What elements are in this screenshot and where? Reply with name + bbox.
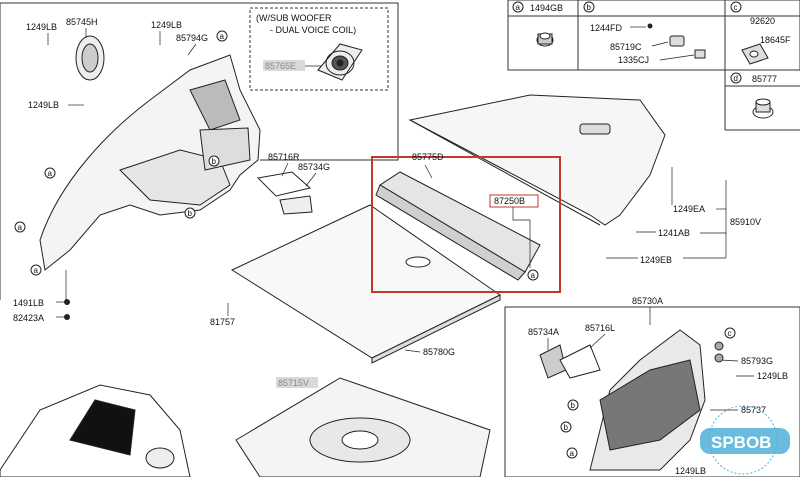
svg-text:b: b xyxy=(212,157,217,166)
clip-part-icon xyxy=(536,32,554,47)
right-bottom-inset: 85730A 85734A 85716L 85793G 1249LB 85737… xyxy=(504,296,800,477)
label-85780G: 85780G xyxy=(423,347,455,357)
legend-letter-d: d xyxy=(734,74,738,83)
label-1249LB-top-left: 1249LB xyxy=(26,22,57,32)
subwoofer-speaker-shape xyxy=(317,43,363,81)
label-85765E: 85765E xyxy=(265,61,296,71)
left-quarter-trim-drawing xyxy=(39,54,261,271)
fastener-markers xyxy=(64,299,70,320)
legend-cell-d: d 85777 xyxy=(730,72,777,119)
svg-text:a: a xyxy=(18,223,23,232)
label-85719C: 85719C xyxy=(610,42,642,52)
label-1249EA: 1249EA xyxy=(673,204,705,214)
luggage-board-85780G xyxy=(230,204,501,364)
legend-letter-c: c xyxy=(734,3,738,12)
svg-text:c: c xyxy=(728,329,732,338)
label-85745H: 85745H xyxy=(66,17,98,27)
label-85716R: 85716R xyxy=(268,152,300,162)
subwoofer-inset: (W/SUB WOOFER - DUAL VOICE COIL) 85765E xyxy=(249,7,389,91)
cover-85716R xyxy=(256,171,313,215)
legend-cell-c: c 92620 18645F xyxy=(730,1,791,65)
legend-cell-b: b 1244FD 85719C 1335CJ xyxy=(583,1,706,65)
label-82423A: 82423A xyxy=(13,313,44,323)
svg-text:a: a xyxy=(220,32,225,41)
highlight-box xyxy=(371,156,561,293)
legend-letter-b: b xyxy=(587,3,592,12)
subwoofer-note-line2: - DUAL VOICE COIL) xyxy=(270,25,356,35)
legend-letter-a: a xyxy=(516,3,521,12)
legend-grid xyxy=(507,0,800,131)
label-85715V: 85715V xyxy=(278,378,309,388)
label-85730A: 85730A xyxy=(632,296,663,306)
lamp-part-icon xyxy=(741,43,769,65)
svg-text:a: a xyxy=(48,169,53,178)
spbob-watermark: SPBOB xyxy=(700,405,790,475)
label-1491LB: 1491LB xyxy=(13,298,44,308)
label-92620: 92620 xyxy=(750,16,775,26)
speaker-grille-85745H xyxy=(75,35,105,81)
label-85910V: 85910V xyxy=(730,217,761,227)
label-85777: 85777 xyxy=(752,74,777,84)
label-1244FD: 1244FD xyxy=(590,23,623,33)
label-1249EB: 1249EB xyxy=(640,255,672,265)
label-18645F: 18645F xyxy=(760,35,791,45)
label-85793G: 85793G xyxy=(741,356,773,366)
watermark-text: SPBOB xyxy=(711,433,771,452)
svg-text:b: b xyxy=(571,401,576,410)
label-1249LB-bottom: 1249LB xyxy=(675,466,706,476)
label-1249LB-top-center: 1249LB xyxy=(151,20,182,30)
label-1494GB: 1494GB xyxy=(530,3,563,13)
right-quarter-trim-drawing xyxy=(539,329,706,471)
tonneau-cover-85910V xyxy=(408,94,666,226)
label-1249LB-right: 1249LB xyxy=(757,371,788,381)
label-85734A: 85734A xyxy=(528,327,559,337)
label-85794G: 85794G xyxy=(176,33,208,43)
label-1241AB: 1241AB xyxy=(658,228,690,238)
svg-text:a: a xyxy=(570,449,575,458)
trim-panel-87250B xyxy=(375,171,541,281)
cover-leader-lines xyxy=(606,167,727,259)
legend-cell-a: a 1494GB xyxy=(512,1,563,47)
label-1249LB-left: 1249LB xyxy=(28,100,59,110)
label-85734G: 85734G xyxy=(298,162,330,172)
bracket-part-icon xyxy=(647,23,706,59)
svg-text:b: b xyxy=(188,209,193,218)
tray-85715V xyxy=(235,377,491,477)
label-1335CJ: 1335CJ xyxy=(618,55,649,65)
label-85716L: 85716L xyxy=(585,323,615,333)
svg-text:a: a xyxy=(34,266,39,275)
svg-text:a: a xyxy=(531,271,536,280)
label-81757: 81757 xyxy=(210,317,235,327)
subwoofer-note-line1: (W/SUB WOOFER xyxy=(256,13,332,23)
cap-part-icon xyxy=(752,98,774,119)
label-87250B: 87250B xyxy=(494,196,525,206)
label-85775D: 85775D xyxy=(412,152,444,162)
label-87250B-box xyxy=(489,194,539,208)
left-panel-frame xyxy=(0,2,399,300)
label-85737: 85737 xyxy=(741,405,766,415)
svg-text:b: b xyxy=(564,423,569,432)
left-callouts: a a a b b a xyxy=(14,30,228,276)
vehicle-locator-drawing xyxy=(0,384,191,477)
